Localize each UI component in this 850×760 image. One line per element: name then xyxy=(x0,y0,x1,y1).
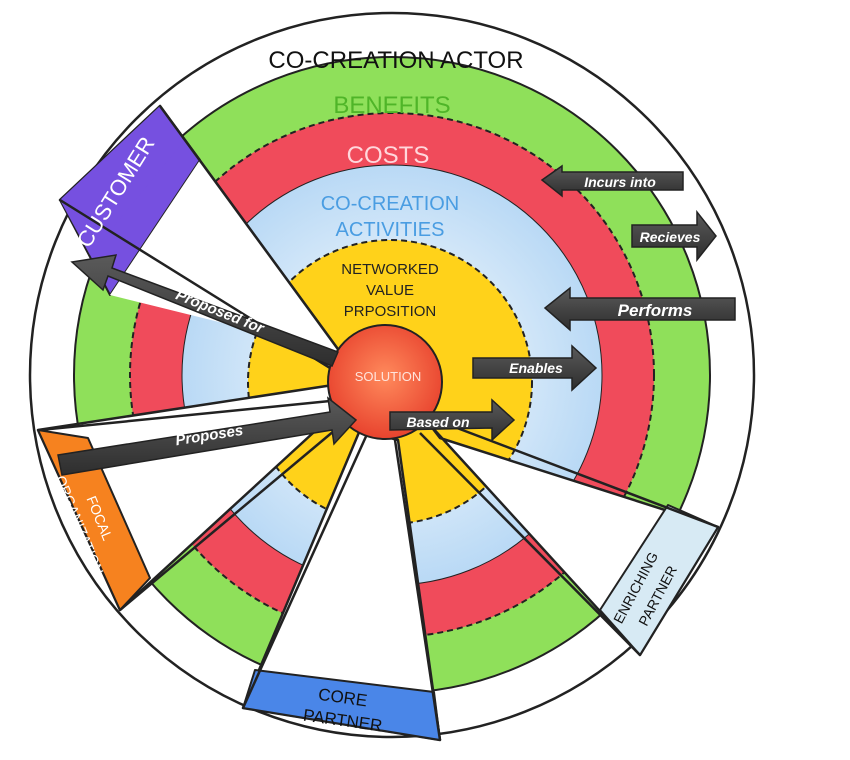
arrow-incurs-into xyxy=(540,164,684,198)
arrow-proposed-for xyxy=(70,254,339,367)
customer-wedge xyxy=(58,104,342,370)
arrow-performs xyxy=(543,286,736,332)
label-benefits: BENEFITS xyxy=(333,92,450,119)
spokes xyxy=(39,398,719,741)
label-performs: Performs xyxy=(618,301,693,320)
label-nvp-line1: NETWORKED xyxy=(341,261,439,278)
arrow-recieves xyxy=(631,209,717,263)
label-enables: Enables xyxy=(509,360,563,376)
arrow-based-on xyxy=(389,398,516,442)
label-solution: SOLUTION xyxy=(355,369,421,384)
label-co-creation-actor: CO-CREATION ACTOR xyxy=(268,47,523,74)
solution-circle xyxy=(327,324,443,440)
label-incurs-into: Incurs into xyxy=(584,174,656,190)
label-nvp-line3: PRPOSITION xyxy=(344,303,437,320)
arrow-proposes xyxy=(57,396,358,476)
label-recieves: Recieves xyxy=(640,229,701,245)
label-activities-line2: ACTIVITIES xyxy=(336,219,445,241)
arrow-enables xyxy=(472,344,598,392)
label-based-on: Based on xyxy=(406,414,469,430)
label-nvp-line2: VALUE xyxy=(366,282,414,299)
arrows xyxy=(57,164,736,476)
label-activities-line1: CO-CREATION xyxy=(321,193,460,215)
label-costs: COSTS xyxy=(347,142,430,169)
